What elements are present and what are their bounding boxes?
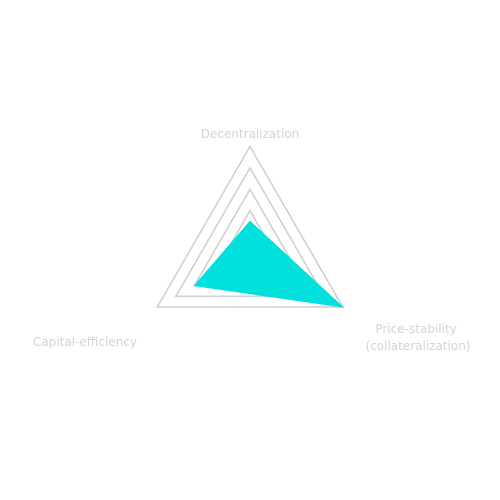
grid-ring-5 xyxy=(155,144,345,308)
grid-ring-4 xyxy=(174,166,326,298)
axis-label-price-stability: Price-stability (collateralization) xyxy=(365,322,470,353)
radar-series-layer xyxy=(193,220,345,308)
axis-labels: Decentralization Price-stability (collat… xyxy=(33,127,471,354)
radar-series-0 xyxy=(193,220,345,308)
axis-label-capital-efficiency: Capital-efficiency xyxy=(33,335,137,349)
axis-label-decentralization: Decentralization xyxy=(201,127,300,141)
